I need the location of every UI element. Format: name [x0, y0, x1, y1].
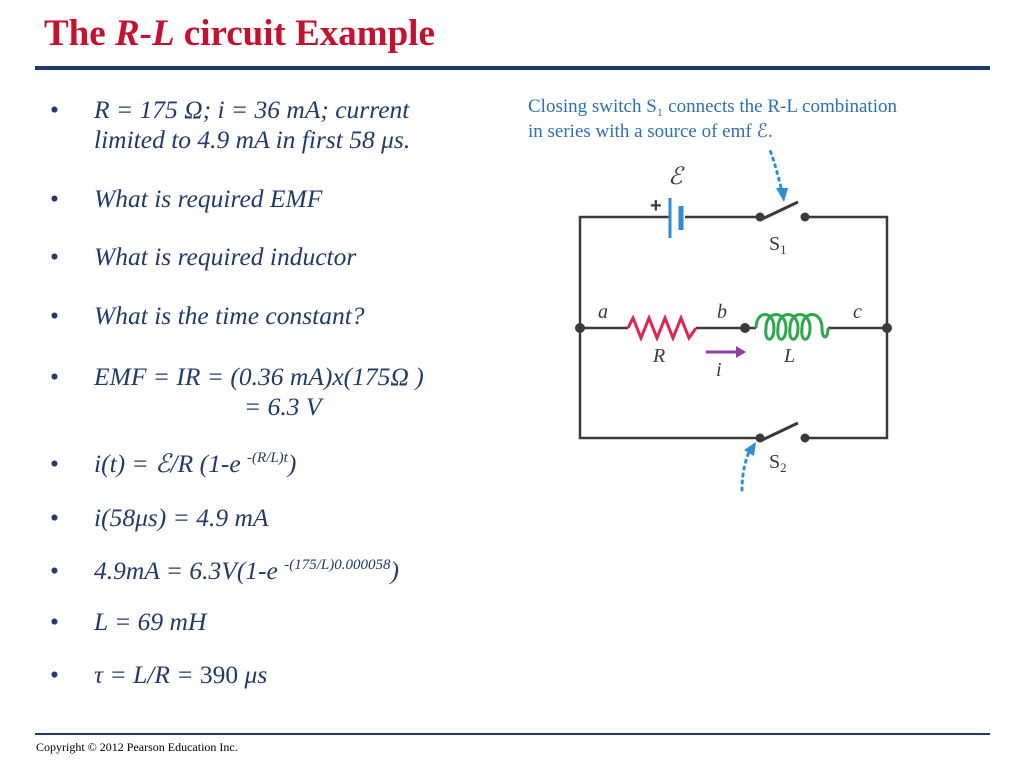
bullet-text: What is the time constant? [94, 301, 365, 330]
formula-base: 4.9mA = 6.3V(1-e [94, 556, 285, 585]
rl-circuit-diagram: + ℰ S1 S2 R L i a b c [575, 150, 892, 492]
current-arrow [706, 346, 746, 358]
bullet-dot: • [50, 503, 59, 532]
bullet-dot: • [50, 184, 59, 213]
wire-top-left [578, 215, 670, 328]
bullet-dot: • [50, 242, 59, 271]
figure-caption: Closing switch S₁ connects the R-L combi… [528, 94, 978, 144]
switch-s1-left-contact [755, 212, 765, 222]
inductor-label: L [783, 345, 795, 367]
switch-s1-blade [759, 200, 799, 222]
bullet-dot: • [50, 95, 59, 124]
emf-label: ℰ [668, 164, 685, 190]
battery-plus-sign: + [650, 195, 662, 217]
circuit-wires [578, 215, 889, 440]
resistor-label: R [652, 345, 665, 367]
inductor-coil [754, 313, 830, 341]
switch-s2-letter: S [769, 451, 780, 473]
callout-arrow-s2 [740, 442, 756, 492]
node-b-dot [740, 323, 750, 333]
switch-s2-right-contact [800, 433, 810, 443]
node-a-label: a [598, 301, 608, 323]
copyright-notice: Copyright © 2012 Pearson Education Inc. [36, 740, 238, 754]
callout-arrow-s1-line [768, 150, 784, 194]
switch-s2-subscript: 2 [780, 460, 787, 475]
switch-s2-blade [759, 421, 799, 443]
switch-s1-label: S1 [769, 233, 787, 257]
tau-unit: μs [244, 660, 268, 689]
callout-arrow-s2-line [740, 448, 752, 492]
current-label: i [716, 359, 722, 381]
current-arrow-head [736, 346, 746, 358]
bullet-text: R = 175 Ω; i = 36 mA; current [94, 95, 410, 124]
bullet-text: EMF = IR = (0.36 mA)x(175Ω ) [94, 362, 424, 391]
bullet-text: i(58μs) = 4.9 mA [94, 503, 269, 532]
tau-symbol: τ [94, 660, 104, 689]
battery-symbol [668, 198, 684, 238]
formula-base: i(t) = ℰ/R (1-e [94, 449, 248, 478]
tau-expression: = L/R = [103, 660, 200, 689]
tau-value: 390 [199, 660, 245, 689]
wire-bottom-right [805, 328, 889, 440]
bullet-text: What is required inductor [94, 242, 357, 271]
node-c-label: c [853, 301, 862, 323]
title-divider [35, 66, 990, 70]
switch-s2-left-contact [755, 433, 765, 443]
wire-bottom-left [578, 328, 760, 440]
switch-s2 [759, 421, 799, 443]
bullet-dot: • [50, 556, 59, 585]
node-a-dot [575, 323, 585, 333]
switch-s1-subscript: 1 [780, 242, 787, 257]
bullet-dot: • [50, 449, 59, 478]
bullet-dot: • [50, 660, 59, 689]
bullet-text: limited to 4.9 mA in first 58 μs. [94, 125, 411, 154]
bullet-list: • R = 175 Ω; i = 36 mA; current limited … [0, 0, 530, 740]
formula-tail: ) [390, 556, 400, 585]
bullet-text: = 6.3 V [244, 392, 322, 421]
formula-tail: ) [287, 449, 297, 478]
formula-exponent: -(R/L)t [247, 450, 288, 466]
switch-s1-letter: S [769, 233, 780, 255]
node-c-dot [882, 323, 892, 333]
caption-line: Closing switch S₁ connects the R-L combi… [528, 96, 897, 117]
switch-s2-label: S2 [769, 451, 787, 475]
node-b-label: b [717, 301, 727, 323]
bullet-dot: • [50, 607, 59, 636]
bullet-text: L = 69 mH [94, 607, 207, 636]
callout-arrow-s1 [768, 150, 788, 202]
bullet-dot: • [50, 362, 59, 391]
bullet-dot: • [50, 301, 59, 330]
footer-divider [35, 733, 990, 735]
slide-title: The R-L circuit Example [44, 13, 435, 54]
callout-arrow-s1-head [776, 188, 788, 202]
formula-exponent: -(175/L)0.000058 [284, 557, 391, 573]
wire-top-right [805, 215, 889, 328]
bullet-text: What is required EMF [94, 184, 323, 213]
caption-line: in series with a source of emf ℰ. [528, 121, 773, 142]
resistor-zigzag [626, 313, 698, 343]
switch-s1 [759, 200, 799, 222]
switch-s1-right-contact [800, 212, 810, 222]
callout-arrow-s2-head [744, 442, 756, 456]
